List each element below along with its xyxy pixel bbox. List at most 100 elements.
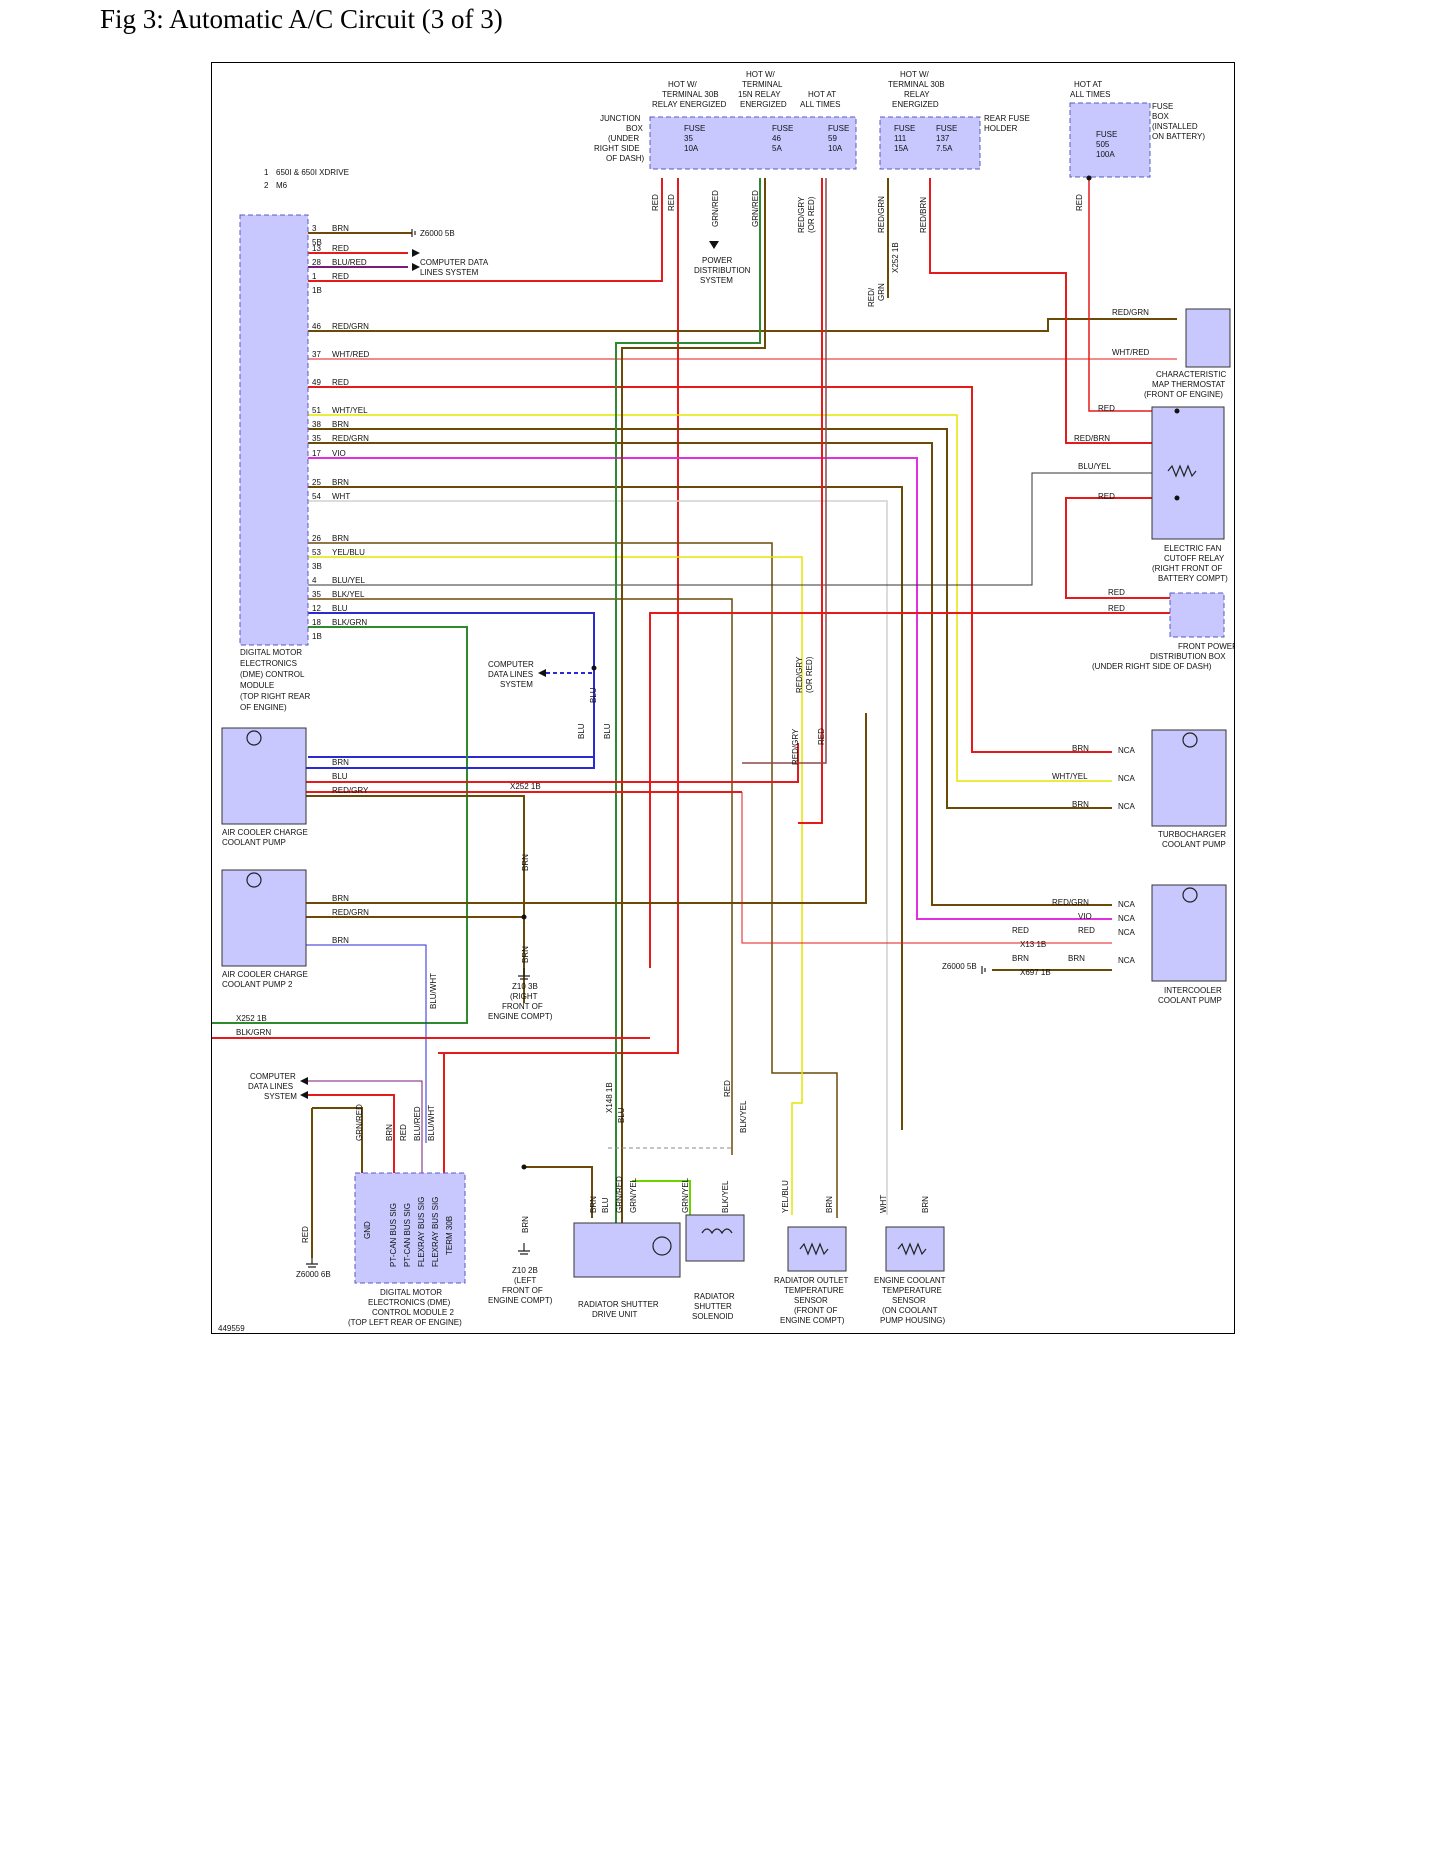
diagram-label: 1B [312,632,322,641]
wire-grnred-fuse46 [621,178,766,1223]
turbo-pump-box [1151,729,1227,827]
diagram-label: PT-CAN BUS SIG [403,1203,412,1267]
diagram-label: RED/BRN [1074,434,1110,443]
diagram-label: FRONT POWER [1178,642,1235,651]
diagram-label: BLU/RED [332,258,367,267]
diagram-label: 12 [312,604,321,613]
diagram-label: GRN/RED [355,1104,364,1141]
diagram-label: (FRONT OF [794,1306,838,1315]
diagram-label: BRN [825,1196,834,1213]
battery-fuse-box [1069,102,1151,178]
wire-redgry-fuse59-2 [742,178,827,764]
diagram-label: ENGINE COMPT) [780,1316,845,1325]
diagram-label: RED/GRN [332,322,369,331]
diagram-label: 35 [312,434,321,443]
wire-bluwht-dme2 [308,1080,423,1173]
arrow-icon-data-lines-1 [412,249,420,257]
note-1-num: 1 [264,168,269,177]
motor-icon-pump1 [246,730,262,746]
diagram-label: 5B [312,238,322,247]
fuse-label-0: HOT W/ [668,80,698,89]
diagram-mark [1174,408,1180,414]
fuse-label-1: TERMINAL 30B [662,90,719,99]
diagram-label: RED [1098,404,1115,413]
wire-brn-dme2 [312,1107,363,1173]
diagram-label: RED [1108,604,1125,613]
wire-redgrn-35 [308,442,1112,906]
diagram-label: NCA [1118,928,1136,937]
wire-brn-z10-2b [524,1166,593,1218]
diagram-label: OF DASH) [606,154,645,163]
fuse-111: FUSE [894,124,915,133]
fuse-label-5: 15N RELAY [738,90,781,99]
diagram-label: RED [1012,926,1029,935]
diagram-label: CHARACTERISTIC [1156,370,1226,379]
diagram-label: DIGITAL MOTOR [240,648,302,657]
wiring-diagram: 449559 650I & 650I XDRIVE M6 1 2 HOT W/ … [211,62,1235,1334]
diagram-label: TERM 30B [445,1216,454,1255]
shutter-sol-box [685,1214,745,1262]
diagram-label: (UNDER [608,134,639,143]
diagram-label: FUSE [1152,102,1173,111]
wire-grnred-2 [615,178,761,1223]
diagram-label: NCA [1118,956,1136,965]
wire-red-505 [1088,178,1177,412]
diagram-label: Z10 2B [512,1266,538,1275]
wire-bluyel-4 [308,472,1152,586]
fuse-label-8: ALL TIMES [800,100,840,109]
diagram-label: RED/GRN [332,434,369,443]
diagram-label: X13 1B [1020,940,1046,949]
diagram-label: INTERCOOLER [1164,986,1222,995]
diagram-label: 49 [312,378,321,387]
diagram-label: GRN/RED [711,190,720,227]
diagram-mark [591,665,597,671]
diagram-label: BLU [589,687,598,703]
diagram-label: RED [1108,588,1125,597]
diagram-label: BLU [332,772,348,781]
thermostat-box [1185,308,1231,368]
diagram-label: RED/GRY [791,728,800,765]
wire-brn-25 [308,486,903,1130]
diagram-label: SHUTTER [694,1302,732,1311]
diagram-label: GRN/RED [751,190,760,227]
motor-icon-pump2 [246,872,262,888]
diagram-label: RED [723,1080,732,1097]
diagram-label: RED [1075,194,1084,211]
diagram-label: X252 1B [236,1014,267,1023]
motor-icon-turbo [1182,732,1198,748]
diagram-label: 25 [312,478,321,487]
wire-whtyel-51 [308,414,1112,782]
diagram-label: 46 [312,322,321,331]
fuse-label-9: HOT W/ [900,70,930,79]
fuse-505: FUSE [1096,130,1117,139]
diagram-label: WHT/YEL [1052,772,1088,781]
diagram-label: ENGINE COMPT) [488,1012,553,1021]
diagram-label: 111 [894,134,907,143]
diagram-label: 53 [312,548,321,557]
diagram-label: BRN [521,854,530,871]
diagram-label: Z6000 6B [296,1270,331,1279]
diagram-label: AIR COOLER CHARGE [222,970,308,979]
diagram-label: BLU/RED [413,1106,422,1141]
diagram-label: 7.5A [936,144,953,153]
diagram-label: RED/GRY [332,786,369,795]
wire-red-x13 [741,792,1112,944]
front-power-box [1169,592,1225,638]
diagram-label: CUTOFF RELAY [1164,554,1225,563]
diagram-label: RED [301,1226,310,1243]
diagram-label: BLU [332,604,348,613]
fuse-137: FUSE [936,124,957,133]
arrow-icon-data-lines-2 [412,263,420,271]
resistor-icon-relay [1167,464,1197,478]
fuse-label-3: HOT W/ [746,70,776,79]
diagram-label: TEMPERATURE [882,1286,942,1295]
diagram-label: RED [667,194,676,211]
diagram-label: ELECTRIC FAN [1164,544,1222,553]
diagram-label: HOLDER [984,124,1018,133]
diagram-label: NCA [1118,900,1136,909]
diagram-label: SENSOR [892,1296,926,1305]
diagram-label: RED/GRY [795,656,804,693]
diagram-label: GRN/RED [615,1176,624,1213]
diagram-label: 15A [894,144,909,153]
diagram-label: COOLANT PUMP [1162,840,1226,849]
